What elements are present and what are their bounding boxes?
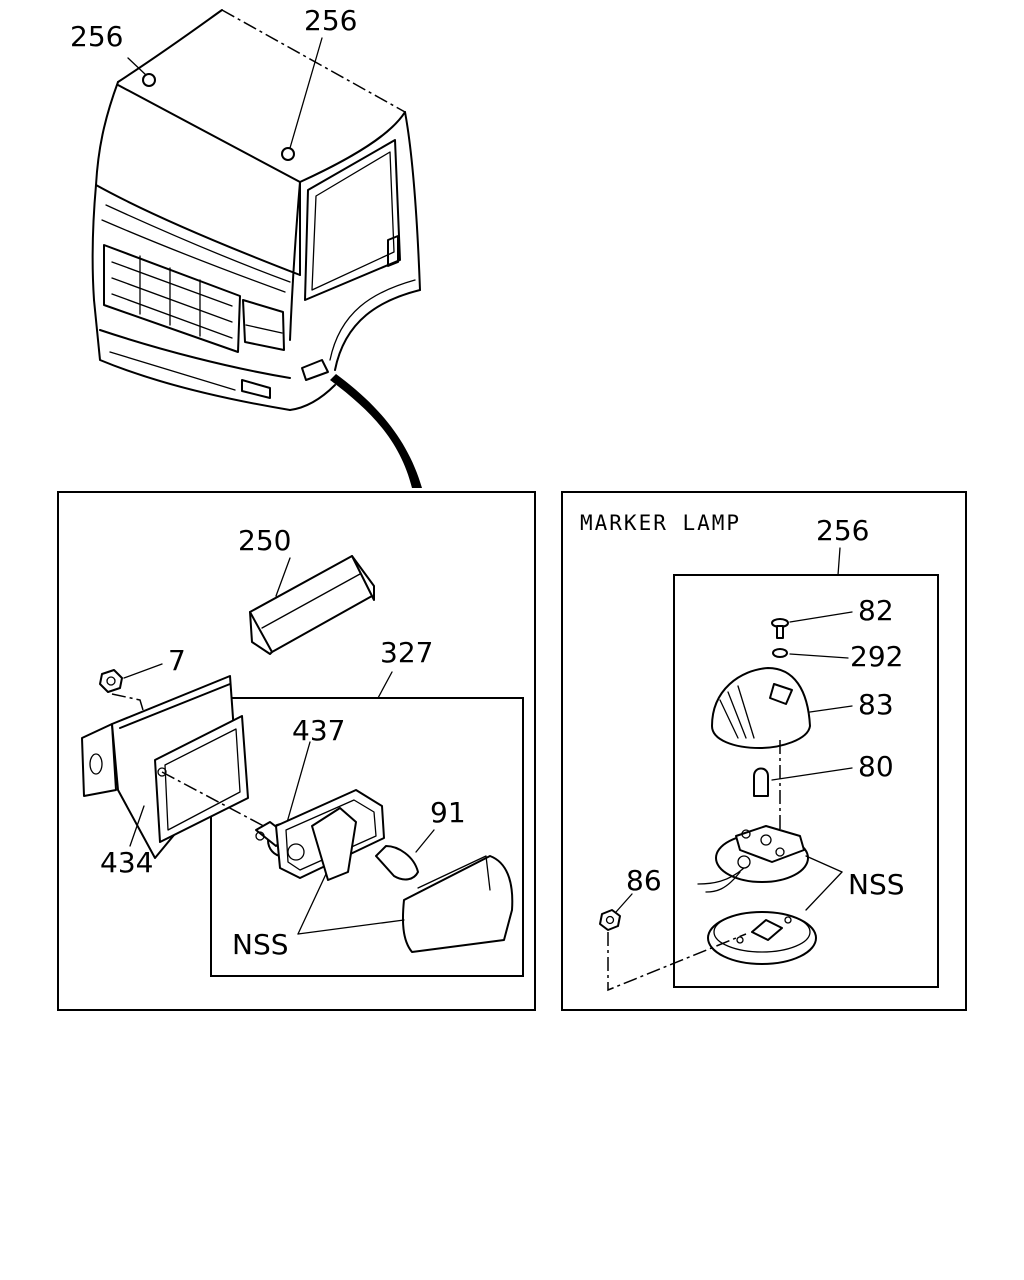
label-256-marker: 256 xyxy=(816,514,869,547)
roof-marker-right xyxy=(281,147,295,161)
nut-part-86 xyxy=(599,909,621,931)
lamp-housing xyxy=(275,789,385,881)
label-80: 80 xyxy=(858,750,894,783)
marker-socket-base xyxy=(697,825,809,893)
label-86: 86 xyxy=(626,864,662,897)
label-82: 82 xyxy=(858,594,894,627)
screw-part-82 xyxy=(771,618,789,639)
label-292: 292 xyxy=(850,640,903,673)
label-83: 83 xyxy=(858,688,894,721)
label-nss-left: NSS xyxy=(232,928,289,961)
marker-base-plate xyxy=(707,911,817,965)
label-327: 327 xyxy=(380,636,433,669)
cover-part-250 xyxy=(249,555,375,655)
truck-cab-illustration xyxy=(91,9,422,488)
nut-part-7 xyxy=(99,669,123,693)
lens-part-83 xyxy=(711,667,811,749)
marker-lamp-subbox xyxy=(673,574,939,988)
label-250: 250 xyxy=(238,524,291,557)
label-91: 91 xyxy=(430,796,466,829)
label-437: 437 xyxy=(292,714,345,747)
marker-lamp-detail-box xyxy=(561,491,967,1011)
washer-part-292 xyxy=(772,648,788,658)
bracket-part-434 xyxy=(81,675,249,859)
marker-lamp-title: MARKER LAMP xyxy=(580,511,741,535)
side-lamp-detail-box xyxy=(57,491,536,1011)
bulb-part-80 xyxy=(753,767,769,797)
label-434: 434 xyxy=(100,846,153,879)
label-256-cab-left: 256 xyxy=(70,20,123,53)
label-256-cab-right: 256 xyxy=(304,4,357,37)
bulb-part-91 xyxy=(375,845,419,881)
roof-marker-left xyxy=(142,73,156,87)
lamp-assembly-subbox xyxy=(210,697,524,977)
side-lens xyxy=(402,855,514,953)
label-nss-right: NSS xyxy=(848,868,905,901)
detail-callout-arrow xyxy=(330,374,422,488)
label-7: 7 xyxy=(168,644,186,677)
